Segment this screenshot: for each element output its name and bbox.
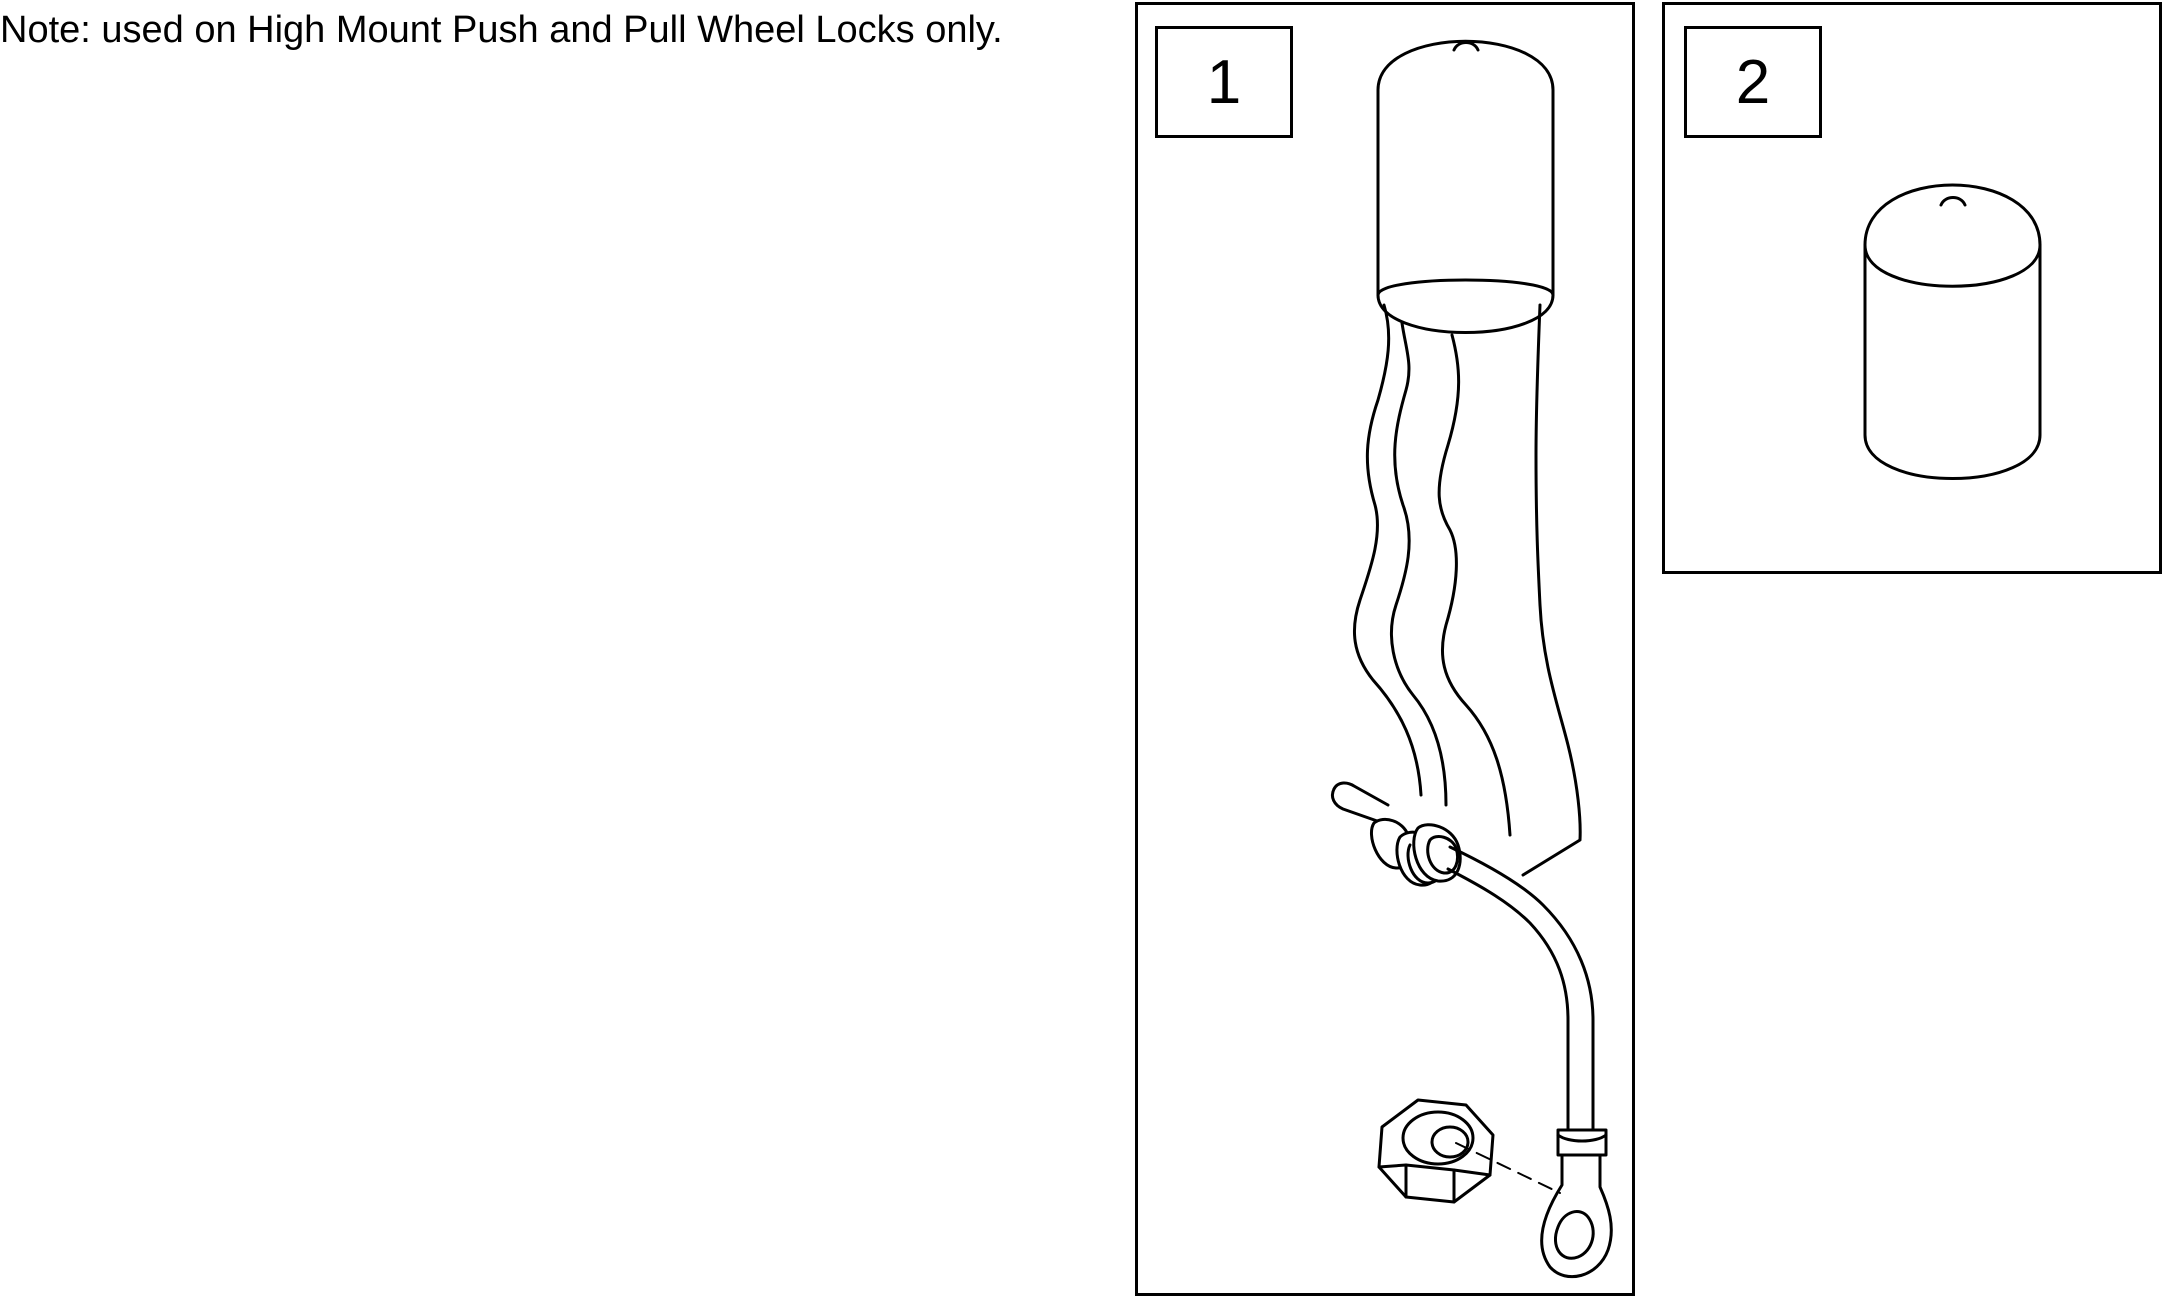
grip-cap-drawing bbox=[1863, 183, 2042, 480]
connecting-rod-illustration bbox=[1446, 845, 1595, 1132]
grip-cap-illustration-standalone bbox=[1863, 183, 2042, 480]
eyelet-end-illustration bbox=[1540, 1128, 1613, 1279]
handle-extension-drawing bbox=[1330, 39, 1613, 1279]
grip-cap-illustration bbox=[1376, 39, 1555, 334]
note-text: Note: used on High Mount Push and Pull W… bbox=[0, 9, 1003, 51]
callout-number-1: 1 bbox=[1155, 26, 1293, 138]
handle-body-illustration bbox=[1352, 303, 1582, 877]
part-panel-1: 1 bbox=[1135, 2, 1635, 1296]
hex-nut-illustration bbox=[1377, 1098, 1495, 1204]
part-panel-2: 2 bbox=[1662, 2, 2162, 574]
callout-number-2: 2 bbox=[1684, 26, 1822, 138]
assembly-centerline bbox=[1455, 1142, 1561, 1194]
mounting-bolt-illustration bbox=[1330, 781, 1462, 887]
